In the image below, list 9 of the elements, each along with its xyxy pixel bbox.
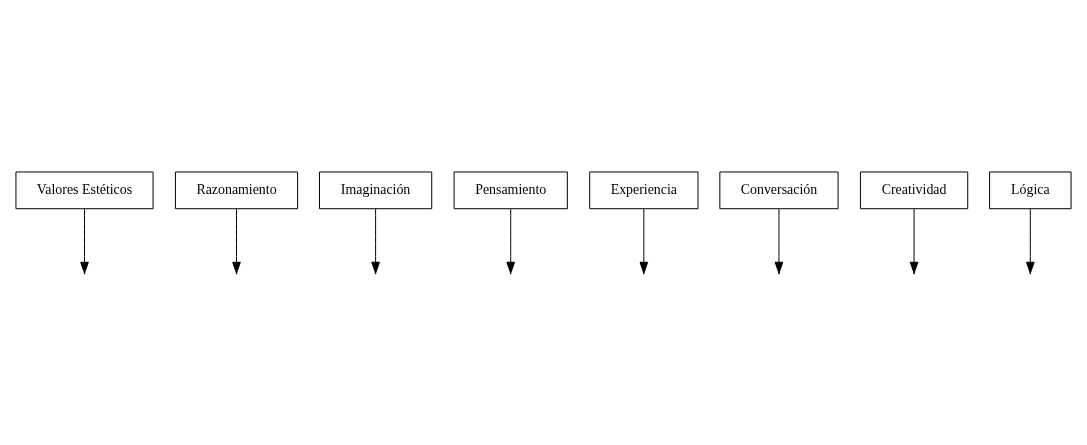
node-box: Conversación <box>719 170 839 209</box>
node-box: Pensamiento <box>453 170 568 209</box>
node-box: Valores Estéticos <box>15 170 154 209</box>
node-box: Experiencia <box>589 170 699 209</box>
node-box: Lógica <box>989 170 1072 209</box>
node-box: Razonamiento <box>174 170 299 209</box>
node-box: Creatividad <box>859 170 969 209</box>
arrow <box>639 208 649 274</box>
node-box: Imaginación <box>318 170 433 209</box>
